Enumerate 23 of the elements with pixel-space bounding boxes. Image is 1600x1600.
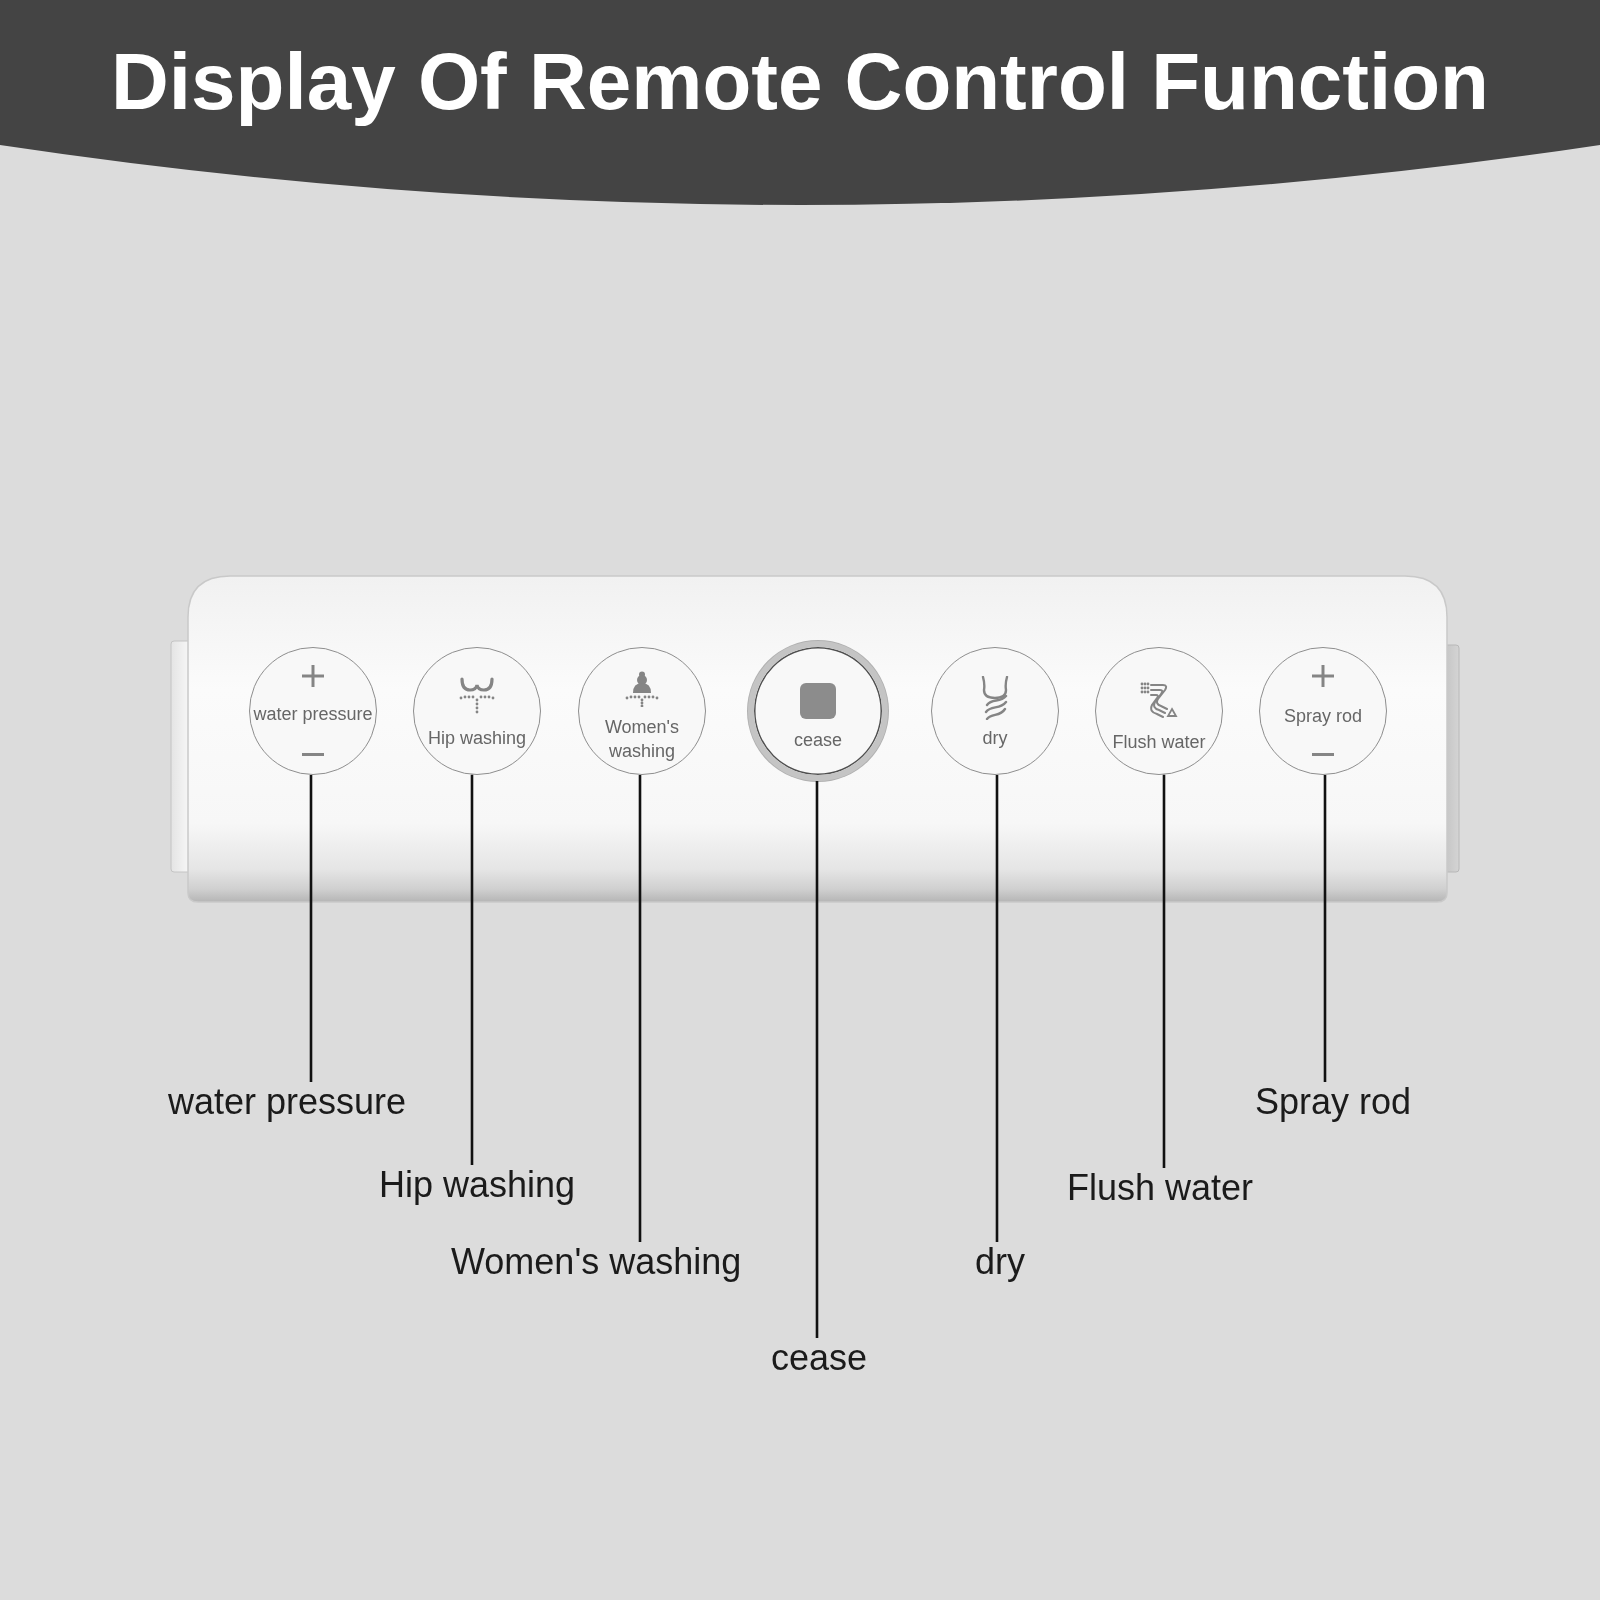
round-button: cease [748,641,888,781]
callout-label: Spray rod [1255,1082,1412,1122]
round-button: Women's washing [578,647,706,775]
leader-line [309,774,313,1082]
round-button: Spray rod [1259,647,1387,775]
leader-line [1162,774,1166,1168]
round-button: Flush water [1095,647,1223,775]
callout-label: water pressure [168,1082,407,1122]
round-button: Hip washing [413,647,541,775]
callout-label: cease [771,1338,868,1378]
title: Display Of Remote Control Function [111,36,1489,128]
leader-line [1323,774,1327,1082]
round-button: dry [931,647,1059,775]
leader-line [470,774,474,1165]
leader-line [815,781,819,1338]
callout-label: Hip washing [379,1165,576,1205]
remote-control-panel [170,575,1460,903]
callout-label: Women's washing [451,1242,742,1282]
leader-line [995,774,999,1242]
round-button: water pressure [249,647,377,775]
callout-label: dry [975,1242,1025,1282]
leader-line [638,774,642,1242]
callout-label: Flush water [1067,1168,1254,1208]
